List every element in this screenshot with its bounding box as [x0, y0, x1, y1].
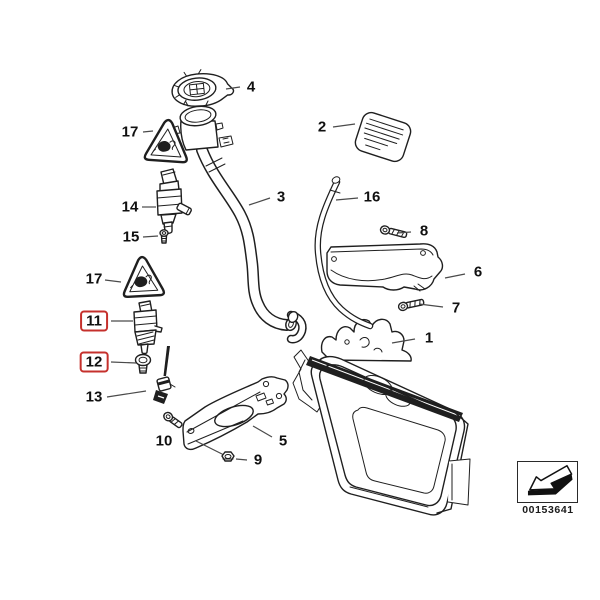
callout-10[interactable]: 10	[155, 432, 173, 450]
part-screw-7	[397, 298, 425, 312]
callout-leader-lines	[104, 86, 466, 461]
part-filler-pipe	[196, 144, 297, 332]
part-level-sensor	[153, 346, 176, 404]
callout-11[interactable]: 11	[80, 310, 108, 332]
page-nav-box[interactable]	[517, 461, 578, 503]
part-expansion-tank	[326, 243, 444, 292]
callout-16[interactable]: 16	[363, 188, 381, 206]
part-bracket	[182, 376, 289, 456]
callout-4[interactable]: 4	[246, 78, 256, 96]
part-nut	[221, 451, 235, 462]
part-cover-panel	[354, 111, 412, 163]
callout-9[interactable]: 9	[253, 451, 263, 469]
callout-14[interactable]: 14	[121, 198, 139, 216]
callout-2[interactable]: 2	[317, 118, 327, 136]
callout-1[interactable]: 1	[424, 329, 434, 347]
callout-17[interactable]: 17	[121, 123, 139, 141]
part-screw-10	[163, 411, 183, 429]
callout-5[interactable]: 5	[278, 432, 288, 450]
part-filler-neck	[171, 100, 234, 151]
callout-8[interactable]: 8	[419, 222, 429, 240]
callout-12[interactable]: 12	[79, 351, 109, 373]
part-screw-15	[159, 229, 169, 244]
part-reservoir	[286, 310, 471, 516]
part-vent-hose	[314, 176, 374, 330]
part-washer-pump-11	[133, 300, 163, 355]
callout-3[interactable]: 3	[276, 188, 286, 206]
part-warning-triangle-lower	[122, 255, 166, 299]
part-cap	[171, 69, 235, 107]
image-code: 00153641	[522, 504, 574, 516]
part-warning-triangle-upper	[143, 118, 188, 164]
callout-13[interactable]: 13	[85, 388, 103, 406]
callout-17-b[interactable]: 17	[85, 270, 103, 288]
callout-15[interactable]: 15	[122, 228, 140, 246]
callout-7[interactable]: 7	[451, 299, 461, 317]
part-grommet	[134, 353, 152, 374]
arrow-down-left-icon	[527, 464, 573, 496]
callout-6[interactable]: 6	[473, 263, 483, 281]
part-washer-pump-14	[156, 168, 192, 234]
